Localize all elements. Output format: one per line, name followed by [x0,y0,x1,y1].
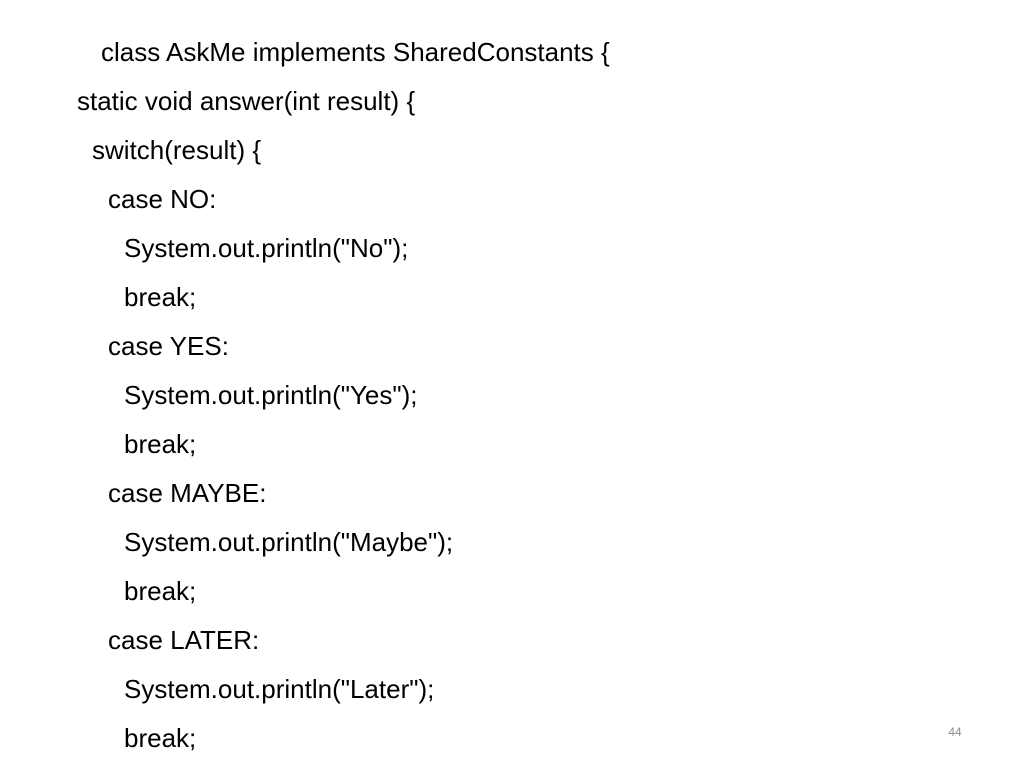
code-line-break: break; [124,282,197,312]
code-line-case-no: case NO: [108,184,217,214]
code-line-case-later: case LATER: [108,625,260,655]
code-line-println-maybe: System.out.println("Maybe"); [124,527,454,557]
code-line-method-declaration: static void answer(int result) { [77,86,416,116]
code-line-case-yes: case YES: [108,331,229,361]
code-line-switch: switch(result) { [92,135,262,165]
code-line-class-declaration: class AskMe implements SharedConstants { [101,37,610,67]
code-line-println-yes: System.out.println("Yes"); [124,380,418,410]
code-line-break: break; [124,723,197,753]
code-line-println-later: System.out.println("Later"); [124,674,435,704]
code-line-break: break; [124,429,197,459]
code-line-break: break; [124,576,197,606]
page-number: 44 [948,725,962,739]
code-line-case-maybe: case MAYBE: [108,478,267,508]
code-line-println-no: System.out.println("No"); [124,233,409,263]
